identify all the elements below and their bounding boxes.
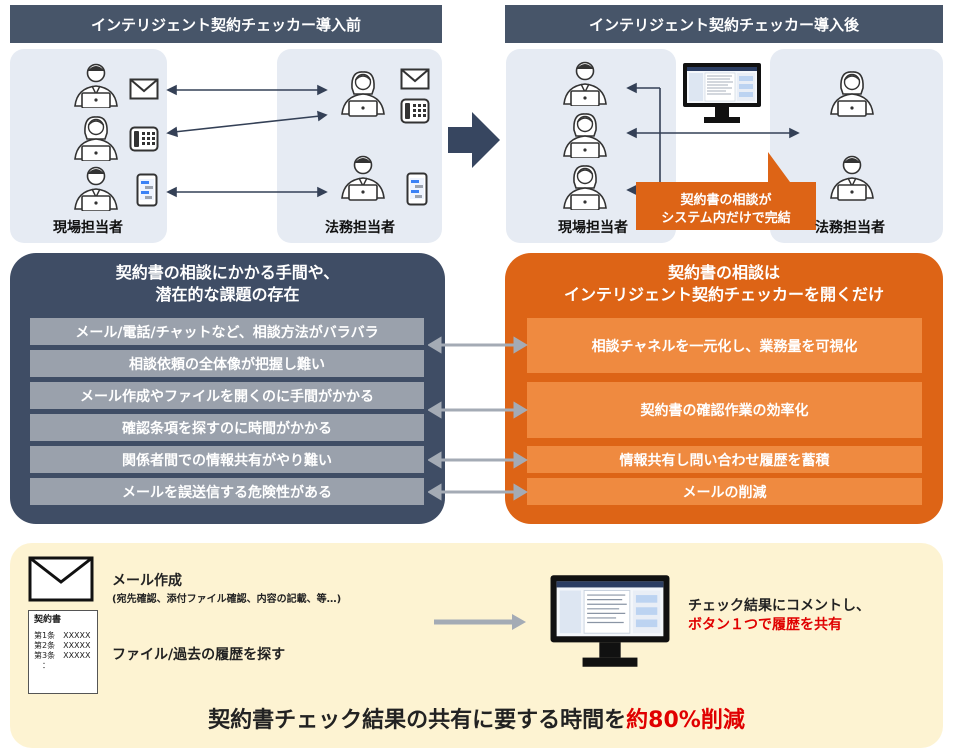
contract-document-icon: 契約書 第1条 XXXXX 第2条 XXXXX 第3条 XXXXX ： bbox=[28, 610, 98, 694]
doc-title: 契約書 bbox=[34, 615, 62, 625]
solutions-title-line1: 契約書の相談は bbox=[667, 263, 780, 282]
callout-line2: システム内だけで完結 bbox=[661, 211, 791, 226]
mobile-icon bbox=[136, 173, 158, 207]
solution-item: 契約書の確認作業の効率化 bbox=[527, 382, 922, 438]
doc-line: 第2条 XXXXX bbox=[34, 641, 91, 650]
before-header: インテリジェント契約チェッカー導入前 bbox=[10, 5, 442, 43]
phone-icon bbox=[129, 126, 159, 152]
solutions-title: 契約書の相談は インテリジェント契約チェッカーを開くだけ bbox=[505, 262, 943, 306]
transition-arrow-icon bbox=[448, 112, 500, 168]
field-staff-icon bbox=[563, 113, 607, 158]
doc-line: 第1条 XXXXX bbox=[34, 631, 91, 640]
field-staff-icon bbox=[563, 165, 607, 210]
problems-title: 契約書の相談にかかる手間や、 潜在的な課題の存在 bbox=[10, 262, 445, 306]
field-staff-icon bbox=[74, 116, 118, 161]
problems-title-line2: 潜在的な課題の存在 bbox=[155, 285, 300, 304]
phone-icon bbox=[400, 98, 430, 124]
problem-item: 確認条項を探すのに時間がかかる bbox=[30, 414, 424, 441]
result-monitor-icon bbox=[549, 574, 671, 668]
summary-main: 契約書チェック結果の共有に要する時間を bbox=[208, 708, 627, 733]
solution-item: メールの削減 bbox=[527, 478, 922, 505]
problems-title-line1: 契約書の相談にかかる手間や、 bbox=[115, 263, 340, 282]
result-line1: チェック結果にコメントし、 bbox=[688, 598, 870, 614]
mobile-icon bbox=[406, 172, 428, 206]
mapping-arrows bbox=[428, 336, 528, 501]
problem-item: 相談依頼の全体像が把握し難い bbox=[30, 350, 424, 377]
summary-statement: 契約書チェック結果の共有に要する時間を約80%削減 bbox=[10, 702, 943, 734]
doc-line: ： bbox=[42, 661, 50, 670]
problem-item: メール/電話/チャットなど、相談方法がバラバラ bbox=[30, 318, 424, 345]
after-header-text: インテリジェント契約チェッカー導入後 bbox=[588, 15, 859, 34]
summary-highlight: 約80%削減 bbox=[626, 708, 745, 733]
before-legal-label: 法務担当者 bbox=[325, 220, 395, 236]
mail-title: メール作成 bbox=[112, 573, 182, 589]
field-staff-icon bbox=[74, 166, 118, 211]
solution-item: 情報共有し問い合わせ履歴を蓄積 bbox=[527, 446, 922, 473]
before-people bbox=[74, 63, 430, 211]
after-header: インテリジェント契約チェッカー導入後 bbox=[505, 5, 943, 43]
problem-item: メールを誤送信する危険性がある bbox=[30, 478, 424, 505]
after-field-label: 現場担当者 bbox=[558, 220, 628, 236]
envelope-icon bbox=[400, 68, 430, 90]
legal-staff-icon bbox=[829, 155, 875, 202]
after-legal-label: 法務担当者 bbox=[815, 220, 885, 236]
file-text: ファイル/過去の履歴を探す bbox=[112, 647, 286, 663]
field-staff-icon bbox=[74, 63, 118, 108]
after-people bbox=[563, 61, 875, 230]
legal-staff-icon bbox=[340, 70, 386, 118]
envelope-icon bbox=[129, 78, 159, 100]
solutions-title-line2: インテリジェント契約チェッカーを開くだけ bbox=[563, 285, 884, 304]
problem-item: 関係者間での情報共有がやり難い bbox=[30, 446, 424, 473]
monitor-icon bbox=[682, 62, 762, 124]
legal-staff-icon bbox=[340, 155, 386, 202]
right-arrow-icon bbox=[434, 614, 526, 630]
legal-staff-icon bbox=[829, 70, 875, 118]
problem-item: メール作成やファイルを開くのに手間がかかる bbox=[30, 382, 424, 409]
mail-icon bbox=[28, 556, 94, 602]
callout-line1: 契約書の相談が bbox=[680, 193, 772, 208]
solution-item: 相談チャネルを一元化し、業務量を可視化 bbox=[527, 318, 922, 373]
doc-line: 第3条 XXXXX bbox=[34, 651, 91, 660]
field-staff-icon bbox=[563, 61, 607, 106]
before-field-label: 現場担当者 bbox=[53, 220, 123, 236]
result-line2: ボタン１つで履歴を共有 bbox=[688, 617, 842, 633]
after-callout: 契約書の相談が システム内だけで完結 bbox=[640, 192, 812, 238]
summary-panel bbox=[10, 543, 943, 748]
mail-detail: (宛先確認、添付ファイル確認、内容の記載、等…) bbox=[112, 594, 342, 605]
before-header-text: インテリジェント契約チェッカー導入前 bbox=[90, 15, 361, 34]
